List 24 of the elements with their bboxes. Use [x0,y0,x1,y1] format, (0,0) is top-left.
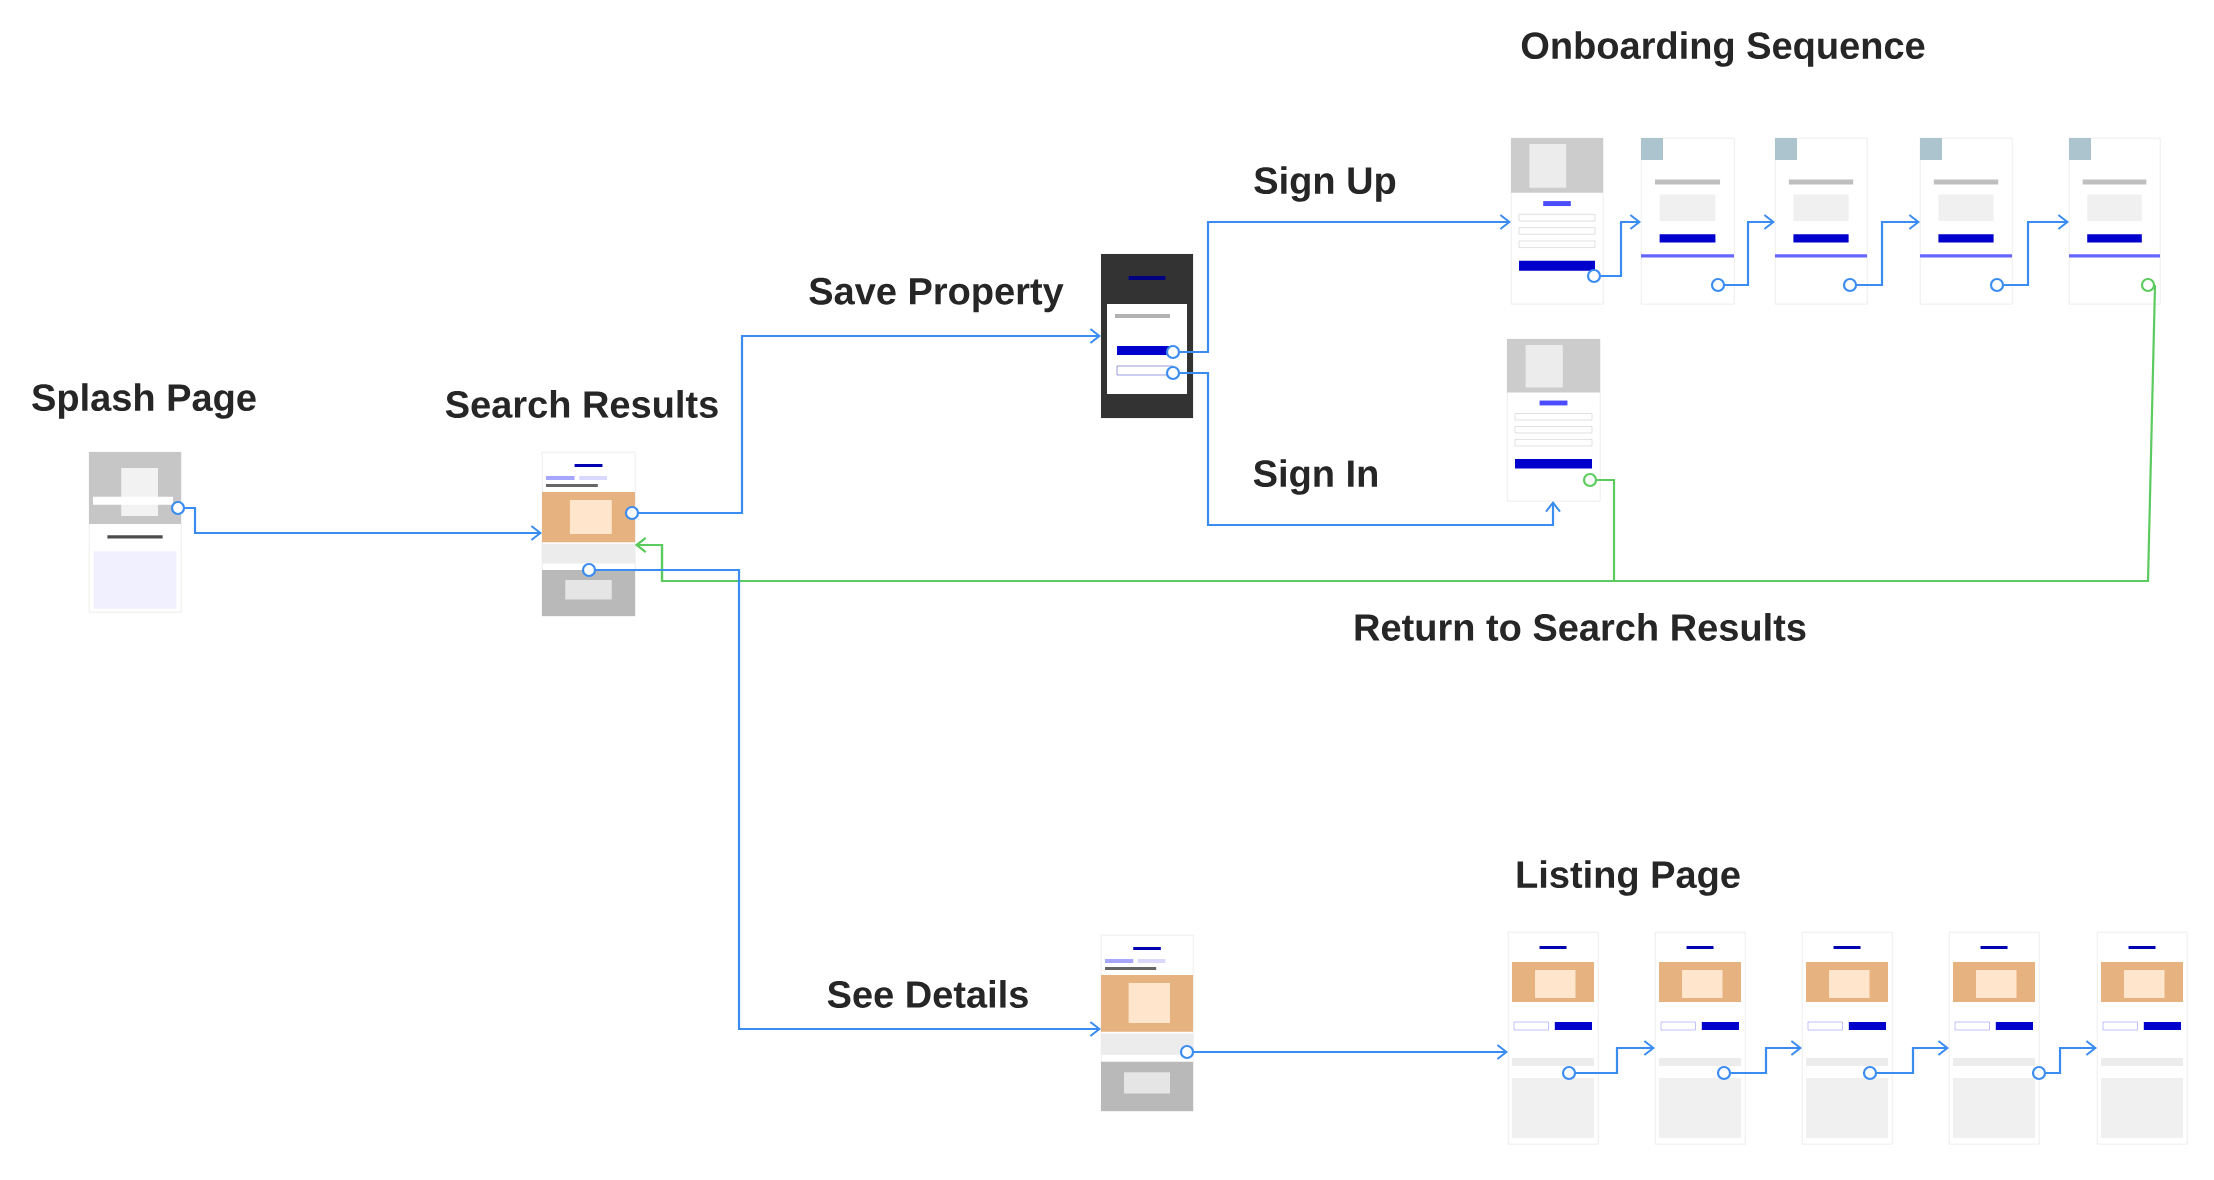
section-heading: Onboarding Sequence [1521,31,1925,67]
arrow [596,568,1101,1037]
screen-thumbnail [2097,932,2188,1145]
section-heading: See Details [827,980,1028,1008]
arrow [1180,214,1511,354]
section-heading: Listing Page [1517,860,1740,896]
arrow [1601,214,1641,278]
arrow [1725,214,1775,287]
arrow [185,506,542,541]
arrow [1857,214,1920,287]
section-heading: Search Results [445,390,718,418]
arrow [2004,214,2069,287]
arrow [2046,1040,2097,1075]
arrow [1877,1040,1949,1075]
arrow [1180,371,1561,527]
arrow [1576,1040,1655,1075]
section-heading: Sign In [1253,459,1377,495]
arrow [639,328,1101,515]
section-heading: Return to Search Results [1355,613,1806,641]
section-heading: Save Property [809,277,1064,313]
arrow [1194,1044,1508,1060]
arrow [1731,1040,1802,1075]
section-heading: Sign Up [1254,166,1396,202]
arrow [635,284,2157,583]
